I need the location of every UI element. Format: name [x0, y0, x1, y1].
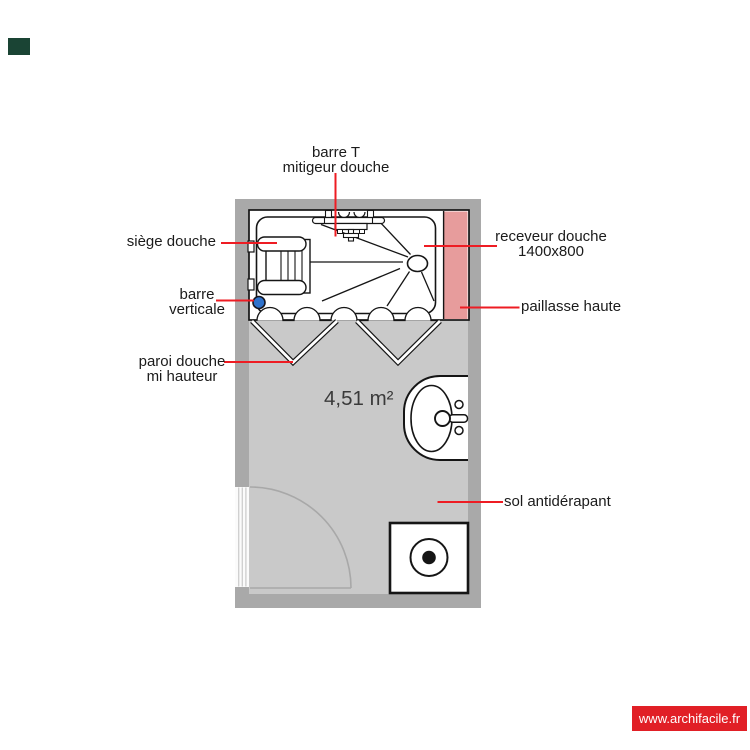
faucet-knob: [434, 410, 451, 427]
watermark-badge: www.archifacile.fr: [632, 706, 747, 731]
label-barre-v-line1: barre: [179, 286, 215, 303]
annotation-leaders: [216, 173, 520, 503]
label-receveur-line2: 1400x800: [518, 242, 584, 260]
seat-wall-bracket: [247, 278, 255, 291]
t-bar: [311, 216, 386, 225]
shower-seat: [247, 236, 311, 296]
faucet-tap-dot: [454, 425, 464, 436]
paillasse-haute: [444, 211, 468, 319]
washing-machine: [388, 521, 470, 595]
label-paroi-douche: paroi douche mi hauteur: [112, 353, 252, 385]
mixer-handle: [353, 211, 366, 219]
label-paroi-line2: mi hauteur: [146, 367, 218, 385]
mixer-foot: [359, 229, 365, 234]
faucet-spout: [448, 414, 469, 423]
washbasin: [403, 375, 469, 461]
label-siege-text: siège douche: [126, 233, 216, 250]
vertical-grab-bar: [252, 295, 266, 310]
label-barre-t-line2: mitigeur douche: [282, 158, 390, 176]
mixer-stem-cross: [342, 232, 360, 239]
door-swing-arc: [249, 486, 352, 589]
drain: [406, 254, 429, 273]
faucet-tap-dot: [454, 399, 464, 410]
label-paillasse-haute: paillasse haute: [521, 298, 622, 315]
washing-machine-dot: [422, 550, 436, 565]
label-barre-t: barre T mitigeur douche: [256, 144, 416, 176]
mixer-handle: [337, 211, 351, 219]
label-receveur-line1: receveur douche: [495, 228, 607, 245]
label-sol-text: sol antidérapant: [504, 493, 611, 510]
label-sol-antiderapant: sol antidérapant: [504, 493, 611, 510]
door: [235, 486, 352, 589]
label-paillasse-text: paillasse haute: [521, 298, 622, 315]
label-siege-douche: siège douche: [96, 233, 216, 250]
label-barre-v-line2: verticale: [169, 300, 225, 318]
label-paroi-line1: paroi douche: [138, 353, 226, 370]
mixer-body: [334, 222, 368, 231]
corner-mark: [8, 38, 30, 55]
room-area-label: 4,51 m²: [324, 387, 394, 410]
mixer-bracket: [324, 209, 333, 219]
label-barre-verticale: barre verticale: [137, 286, 257, 318]
mixer-foot: [337, 229, 343, 234]
seat-wall-bracket: [247, 240, 255, 253]
screen-v2-fill: [356, 320, 441, 365]
label-receveur-douche: receveur douche 1400x800: [481, 228, 621, 260]
label-barre-t-line1: barre T: [311, 144, 361, 161]
curtain-scallops: [256, 306, 440, 322]
mixer-t-bar: [311, 209, 386, 242]
mixer-bracket: [366, 209, 375, 219]
seat-armrest-bottom: [256, 279, 307, 296]
